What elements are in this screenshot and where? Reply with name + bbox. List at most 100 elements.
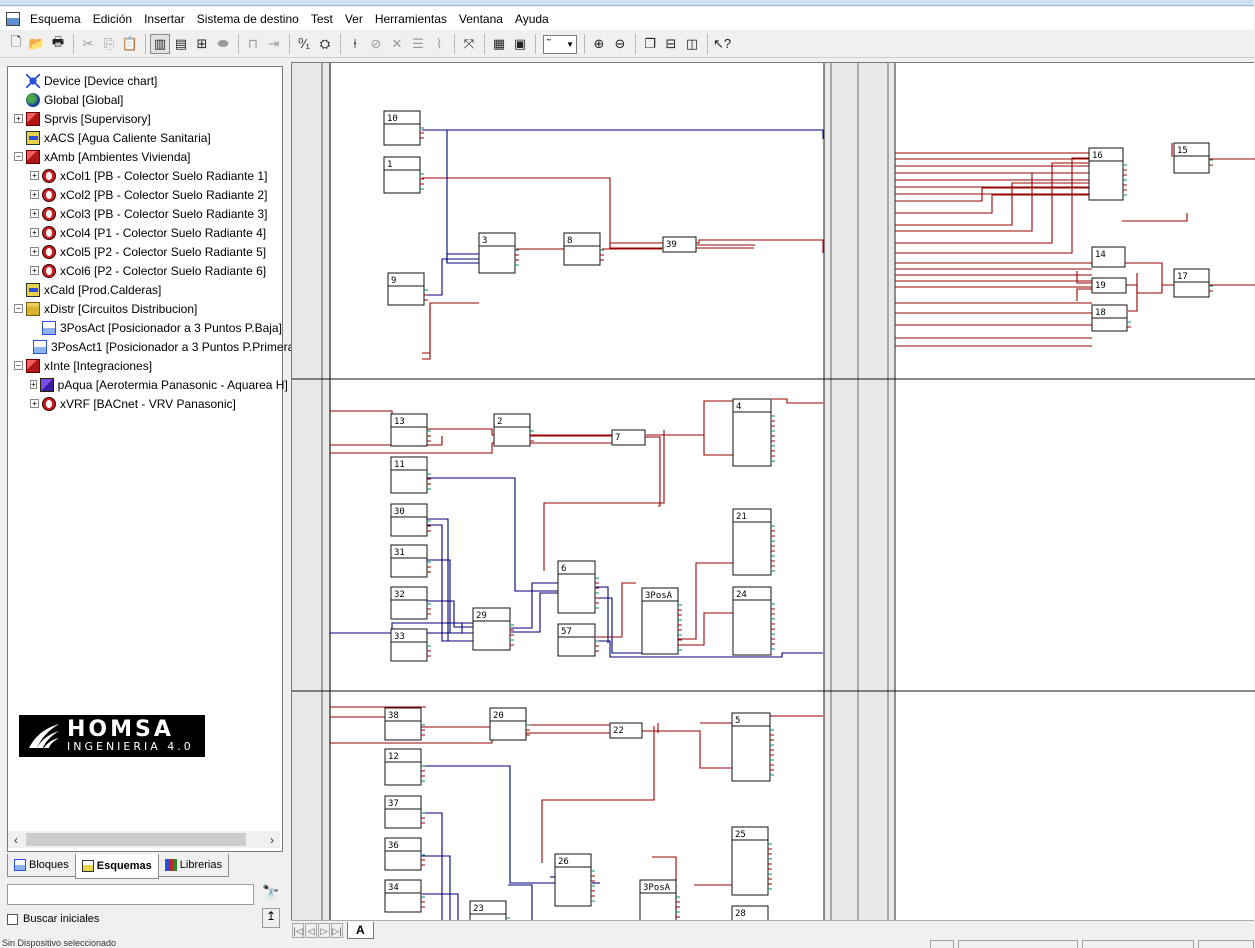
zoom-out-icon[interactable]: ⊖ [614,36,626,51]
block-label[interactable]: 15 [1177,146,1188,156]
block-26[interactable] [554,853,592,907]
tree-item-xcol3[interactable]: +xCol3 [PB - Colector Suelo Radiante 3] [8,204,282,223]
block-label[interactable]: 19 [1095,281,1106,291]
block-12[interactable] [384,748,422,786]
copy-icon[interactable]: ⎘ [103,36,115,51]
menu-esquema[interactable]: Esquema [30,11,81,26]
menu-edicion[interactable]: Edición [92,11,133,26]
fit-icon[interactable]: ⤧ [463,36,475,51]
cross-tools-icon[interactable]: ✕ [391,36,403,51]
block-39[interactable] [662,236,697,253]
binoculars-icon[interactable]: 🔭 [262,884,280,900]
block-3[interactable] [478,232,516,274]
block-label[interactable]: 7 [615,433,620,443]
block-36[interactable] [384,837,422,871]
block-label[interactable]: 32 [394,590,405,600]
menu-ventana[interactable]: Ventana [458,11,503,26]
block-label[interactable]: 57 [561,627,572,637]
compile-icon[interactable]: ⛭ [319,36,331,51]
tree-item-xcald[interactable]: xCald [Prod.Calderas] [8,280,282,299]
block-label[interactable]: 20 [493,711,504,721]
input-arrow-icon[interactable]: ⇥ [268,36,280,51]
block-37[interactable] [384,795,422,829]
expand-icon[interactable]: + [30,247,39,256]
tab-librerias[interactable]: Librerias [157,854,229,877]
zoom-in-icon[interactable]: ⊕ [593,36,605,51]
tree-item-xcol4[interactable]: +xCol4 [P1 - Colector Suelo Radiante 4] [8,223,282,242]
block-label[interactable]: 33 [394,632,405,642]
block-10[interactable] [383,110,421,146]
tree-item-3posact1[interactable]: 3PosAct1 [Posicionador a 3 Puntos P.Prim… [8,337,294,356]
last-sheet-icon[interactable]: ▷| [331,922,343,938]
block-label[interactable]: 24 [736,590,747,600]
collapse-icon[interactable]: − [14,152,23,161]
block-label[interactable]: 30 [394,507,405,517]
expand-icon[interactable]: + [30,228,39,237]
block-7[interactable] [611,429,646,446]
block-31[interactable] [390,544,428,578]
block-label[interactable]: 17 [1177,272,1188,282]
block-label[interactable]: 6 [561,564,566,574]
expand-icon[interactable]: + [30,209,39,218]
block-label[interactable]: 18 [1095,308,1106,318]
tab-bloques[interactable]: Bloques [7,854,76,877]
block-label[interactable]: 26 [558,857,569,867]
block-label[interactable]: 14 [1095,250,1106,260]
block-label[interactable]: 2 [497,417,502,427]
block-19[interactable] [1091,277,1127,294]
bus-icon[interactable]: ☰ [412,36,424,51]
menu-test[interactable]: Test [310,11,333,26]
tree-item-xcol5[interactable]: +xCol5 [P2 - Colector Suelo Radiante 5] [8,242,282,261]
block-label[interactable]: 3PosA [643,883,671,893]
block-label[interactable]: 34 [388,883,399,893]
block-3PosA[interactable] [641,587,679,655]
tab-esquemas[interactable]: Esquemas [74,854,159,879]
block-14[interactable] [1091,246,1126,268]
tree-item-global[interactable]: Global [Global] [8,90,282,109]
block-label[interactable]: 37 [388,799,399,809]
tree-item-xacs[interactable]: xACS [Agua Caliente Sanitaria] [8,128,282,147]
tile-vertical-icon[interactable]: ◫ [685,36,699,51]
block-label[interactable]: 29 [476,611,487,621]
block-label[interactable]: 5 [735,716,740,726]
block-label[interactable]: 39 [666,240,677,250]
block-8[interactable] [563,232,601,266]
window-icon[interactable]: ▤ [174,36,188,51]
watch-icon[interactable]: ⊘ [370,36,382,51]
new-file-icon[interactable]: 🗋 [10,34,22,49]
tree-item-device[interactable]: Device [Device chart] [8,71,282,90]
block-32[interactable] [390,586,428,620]
sheet-icon[interactable]: ▣ [513,36,527,51]
expand-icon[interactable]: + [30,399,39,408]
prev-sheet-icon[interactable]: ◁ [305,922,317,938]
tree-item-xinte[interactable]: −xInte [Integraciones] [8,356,282,375]
menu-sistema-destino[interactable]: Sistema de destino [196,11,299,26]
zoom-select[interactable]: ˜▼ [543,34,577,54]
block-label[interactable]: 11 [394,460,405,470]
print-icon[interactable]: 🖶 [51,34,65,49]
tree-item-xvrf[interactable]: +xVRF [BACnet - VRV Panasonic] [8,394,282,413]
block-label[interactable]: 21 [736,512,747,522]
block-57[interactable] [557,623,596,657]
expand-icon[interactable]: + [30,171,39,180]
scrollbar-thumb[interactable] [26,833,246,846]
block-label[interactable]: 23 [473,904,484,914]
connector-icon[interactable]: ⊓ [247,36,259,51]
document-icon[interactable] [6,11,20,26]
block-21[interactable] [732,508,772,576]
expand-icon[interactable]: + [30,190,39,199]
block-6[interactable] [557,560,596,614]
block-label[interactable]: 25 [735,830,746,840]
buscar-iniciales-option[interactable]: Buscar iniciales [7,913,99,925]
block-38[interactable] [384,707,422,741]
sheet-tab-a[interactable]: A [347,921,374,939]
tree-item-xcol1[interactable]: +xCol1 [PB - Colector Suelo Radiante 1] [8,166,282,185]
tree-item-sprvis[interactable]: +Sprvis [Supervisory] [8,109,282,128]
tile-horizontal-icon[interactable]: ⊟ [665,36,677,51]
tree-item-3posact[interactable]: 3PosAct [Posicionador a 3 Puntos P.Baja] [8,318,282,337]
block-label[interactable]: 1 [387,160,392,170]
expand-icon[interactable]: + [30,380,37,389]
block-17[interactable] [1173,268,1210,298]
menu-ayuda[interactable]: Ayuda [514,11,549,26]
